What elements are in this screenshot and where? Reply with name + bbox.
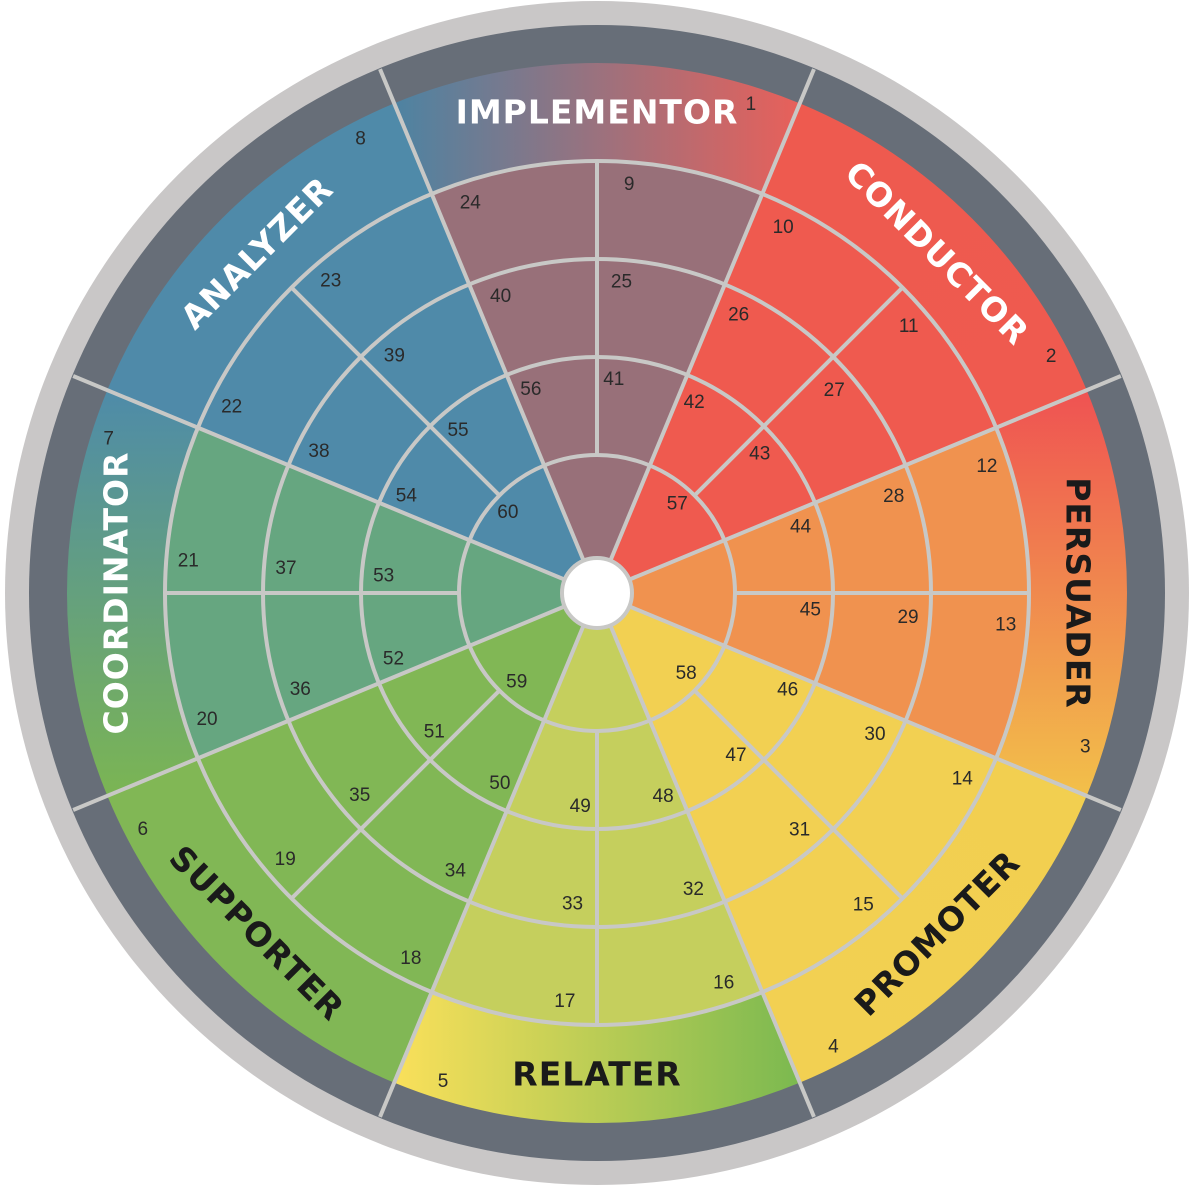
cell-number: 44 [790, 516, 812, 537]
outer-number: 1 [746, 94, 757, 115]
grid-lines [72, 68, 1122, 1118]
center-hub [560, 556, 634, 630]
cell-number: 52 [383, 649, 404, 670]
cell-number: 47 [725, 745, 746, 766]
outer-number: 4 [828, 1037, 839, 1058]
cell-number: 56 [520, 379, 541, 400]
outer-number: 6 [138, 819, 149, 840]
sector-divider [378, 624, 586, 1118]
cell-number: 30 [864, 724, 885, 745]
half-divider [693, 286, 904, 497]
band-promoter [762, 758, 1087, 1083]
role-label-persuader: PERSUADER [1059, 477, 1098, 709]
role-label-coordinator: COORDINATOR [97, 452, 136, 735]
cell-number: 40 [490, 286, 511, 307]
cell-number: 37 [275, 558, 296, 579]
cell-number: 16 [713, 972, 734, 993]
cell-number: 50 [489, 773, 510, 794]
cell-number: 34 [445, 860, 467, 881]
outer-number: 8 [355, 128, 366, 149]
cell-number: 24 [460, 193, 482, 214]
outer-number: 5 [438, 1071, 449, 1092]
band-persuader [996, 390, 1127, 796]
cell-number: 22 [221, 396, 242, 417]
cell-number: 20 [196, 709, 217, 730]
half-divider [693, 689, 904, 900]
cell-number: 51 [424, 721, 445, 742]
role-label-implementor: IMPLEMENTOR [456, 93, 739, 132]
cell-number: 21 [178, 550, 199, 571]
band-supporter [107, 758, 432, 1083]
cell-number: 27 [824, 380, 845, 401]
cell-number: 28 [883, 486, 904, 507]
cell-number: 23 [320, 271, 341, 292]
outer-number: 3 [1080, 736, 1091, 757]
cell-number: 19 [275, 849, 296, 870]
cell-number: 59 [506, 672, 527, 693]
cell-number: 29 [897, 607, 918, 628]
band-relater [394, 992, 800, 1123]
sector-divider [608, 624, 816, 1118]
cell-number: 55 [447, 420, 468, 441]
cell-number: 13 [995, 615, 1016, 636]
cell-number: 32 [683, 879, 704, 900]
cell-number: 42 [684, 392, 705, 413]
cell-number: 45 [800, 599, 821, 620]
sector-divider [608, 68, 816, 562]
cell-number: 17 [554, 991, 575, 1012]
band-implementor [394, 63, 800, 194]
cell-number: 48 [653, 786, 674, 807]
cell-number: 49 [570, 796, 591, 817]
cell-number: 15 [853, 894, 874, 915]
cell-number: 14 [952, 769, 974, 790]
sector-divider [72, 604, 566, 812]
cell-number: 41 [603, 369, 624, 390]
cell-number: 18 [400, 948, 421, 969]
cell-number: 25 [611, 271, 632, 292]
cell-number: 58 [676, 663, 697, 684]
cell-numbers: 1234567891011121314151617181920212223242… [103, 94, 1090, 1092]
cell-number: 46 [777, 680, 798, 701]
band-conductor [762, 103, 1087, 428]
cell-number: 10 [773, 217, 794, 238]
cell-number: 33 [562, 894, 583, 915]
cell-number: 12 [976, 456, 997, 477]
cell-number: 60 [497, 502, 518, 523]
band-analyzer [107, 103, 432, 428]
cell-number: 9 [624, 174, 635, 195]
cell-number: 36 [290, 679, 311, 700]
role-bands [67, 63, 1127, 1123]
cell-number: 57 [667, 493, 688, 514]
outer-number: 2 [1046, 346, 1057, 367]
cell-number: 38 [308, 441, 329, 462]
sector-divider [628, 604, 1122, 812]
cell-number: 35 [349, 785, 370, 806]
cell-number: 26 [728, 305, 749, 326]
sector-divider [628, 374, 1122, 582]
cell-number: 31 [789, 820, 810, 841]
half-divider [290, 689, 501, 900]
cell-number: 43 [749, 444, 770, 465]
band-coordinator [67, 390, 198, 796]
cell-number: 39 [384, 345, 405, 366]
role-label-relater: RELATER [512, 1055, 681, 1094]
cell-number: 54 [396, 485, 418, 506]
outer-number: 7 [103, 429, 114, 450]
cell-number: 11 [899, 316, 919, 337]
sector-divider [378, 68, 586, 562]
sector-divider [72, 374, 566, 582]
half-divider [290, 286, 501, 497]
cell-number: 53 [373, 566, 394, 587]
